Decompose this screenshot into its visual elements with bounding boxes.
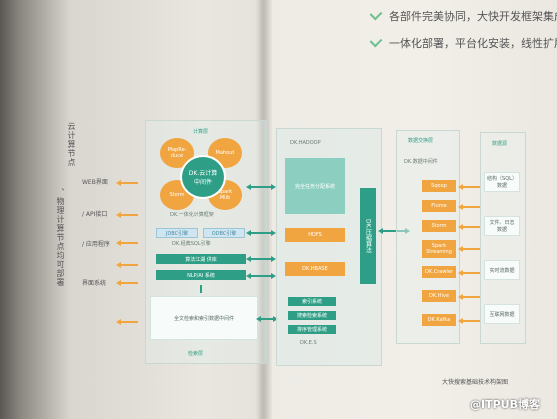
double-arrow (256, 316, 278, 322)
left-label-ui: 界面系统 (82, 280, 107, 287)
exchange-dk-kafka: DK.Kafka (422, 314, 456, 326)
arrow-left (458, 294, 480, 300)
exchange-dk-hive: DK.Hive (422, 290, 456, 302)
arrow-left (116, 180, 138, 186)
hbase-box: DK.HBASE (285, 262, 345, 276)
odbc-engine: ODBC引擎 (203, 228, 245, 238)
arrow-left (116, 262, 138, 268)
petal-mahout: Mahout (208, 138, 242, 168)
nlp-ai-system: NLP/AI 系统 (156, 270, 246, 280)
arrow-left (458, 318, 480, 324)
arrow-left (458, 246, 480, 252)
data-source-title: 数据源 (492, 141, 508, 147)
figure-caption: 大快搜索基础技术构架图 (442, 379, 509, 386)
double-arrow (246, 230, 276, 236)
compute-layer-title: 计算层 (193, 129, 209, 135)
exchange-spark-streaming: Spark Streaming (422, 240, 456, 258)
dke-title: DK.E.S (300, 340, 317, 346)
source-realtime-stream: 实时流数据 (484, 260, 520, 280)
jdbc-engine: JDBC引擎 (156, 228, 198, 238)
watermark: @ITPUB博客 (470, 398, 540, 411)
headline-2: 一体化部署，平台化安装，线性扩展 (389, 37, 557, 50)
check-icon (369, 7, 383, 21)
cloud-middleware-center: DK.云计算 中间件 (180, 155, 226, 199)
arrow-left (116, 280, 138, 286)
double-arrow (246, 256, 276, 262)
arrow-left (116, 212, 138, 218)
hadoop-title: DK.HADOOP (290, 140, 321, 146)
left-vertical-text-2: 、物理计算节点均可部署 (56, 188, 65, 287)
source-file-log: 文件、日志 数据 (484, 216, 520, 236)
arrow-left (116, 240, 138, 246)
arrow-left (458, 184, 480, 190)
data-exchange-panel (396, 130, 460, 344)
distributed-task-system: 完全任务分配系统 (285, 158, 345, 214)
hdfs-box: HDFS (285, 228, 345, 242)
dke-sort-system: 排序管理系统 (288, 325, 336, 334)
double-arrow (246, 184, 276, 190)
arrow-left (116, 319, 138, 325)
retrieval-layer-title: 检索层 (188, 351, 204, 357)
arrow-left (458, 224, 480, 230)
compute-framework-caption: DK.一体化计算框架 (170, 212, 214, 218)
left-label-app: / 应用程序 (82, 241, 110, 248)
fulltext-search-middleware: 全文检索和索引数据中间件 (150, 296, 258, 340)
dke-search-system: 搜索检索系统 (288, 311, 336, 320)
exchange-sqoop: Sqoop (422, 180, 456, 192)
left-label-api: / API接口 (82, 211, 108, 218)
left-vertical-text-1: 云计算节点 (67, 122, 76, 167)
source-internet: 互联网数据 (484, 304, 520, 324)
left-label-web: WEB界面 (82, 179, 108, 186)
source-structured-sql: 结构（SQL） 数据 (484, 172, 520, 192)
check-icon (369, 34, 383, 48)
double-arrow (246, 273, 276, 279)
exchange-dk-crawler: DK.Crawler (422, 266, 456, 278)
algorithm-library: 算法江湖 供库 (156, 254, 246, 264)
compression-algorithm: DK.压缩算法 (360, 188, 376, 284)
exchange-flume: Flume (422, 200, 456, 212)
headline-1: 各部件完美协同，大快开发框架集成 (389, 10, 557, 23)
dke-index-system: 索引系统 (288, 297, 336, 306)
data-exchange-title: 数据交换层 (408, 138, 434, 144)
exchange-storm: Storm (422, 220, 456, 232)
book-spine (258, 0, 272, 419)
arrow-left (458, 204, 480, 210)
sql-engine-caption: DK.经典SQL引擎 (172, 241, 211, 247)
arrow-left (458, 270, 480, 276)
data-middleware-subtitle: DK.数据中间件 (404, 159, 438, 165)
connector (200, 285, 202, 293)
